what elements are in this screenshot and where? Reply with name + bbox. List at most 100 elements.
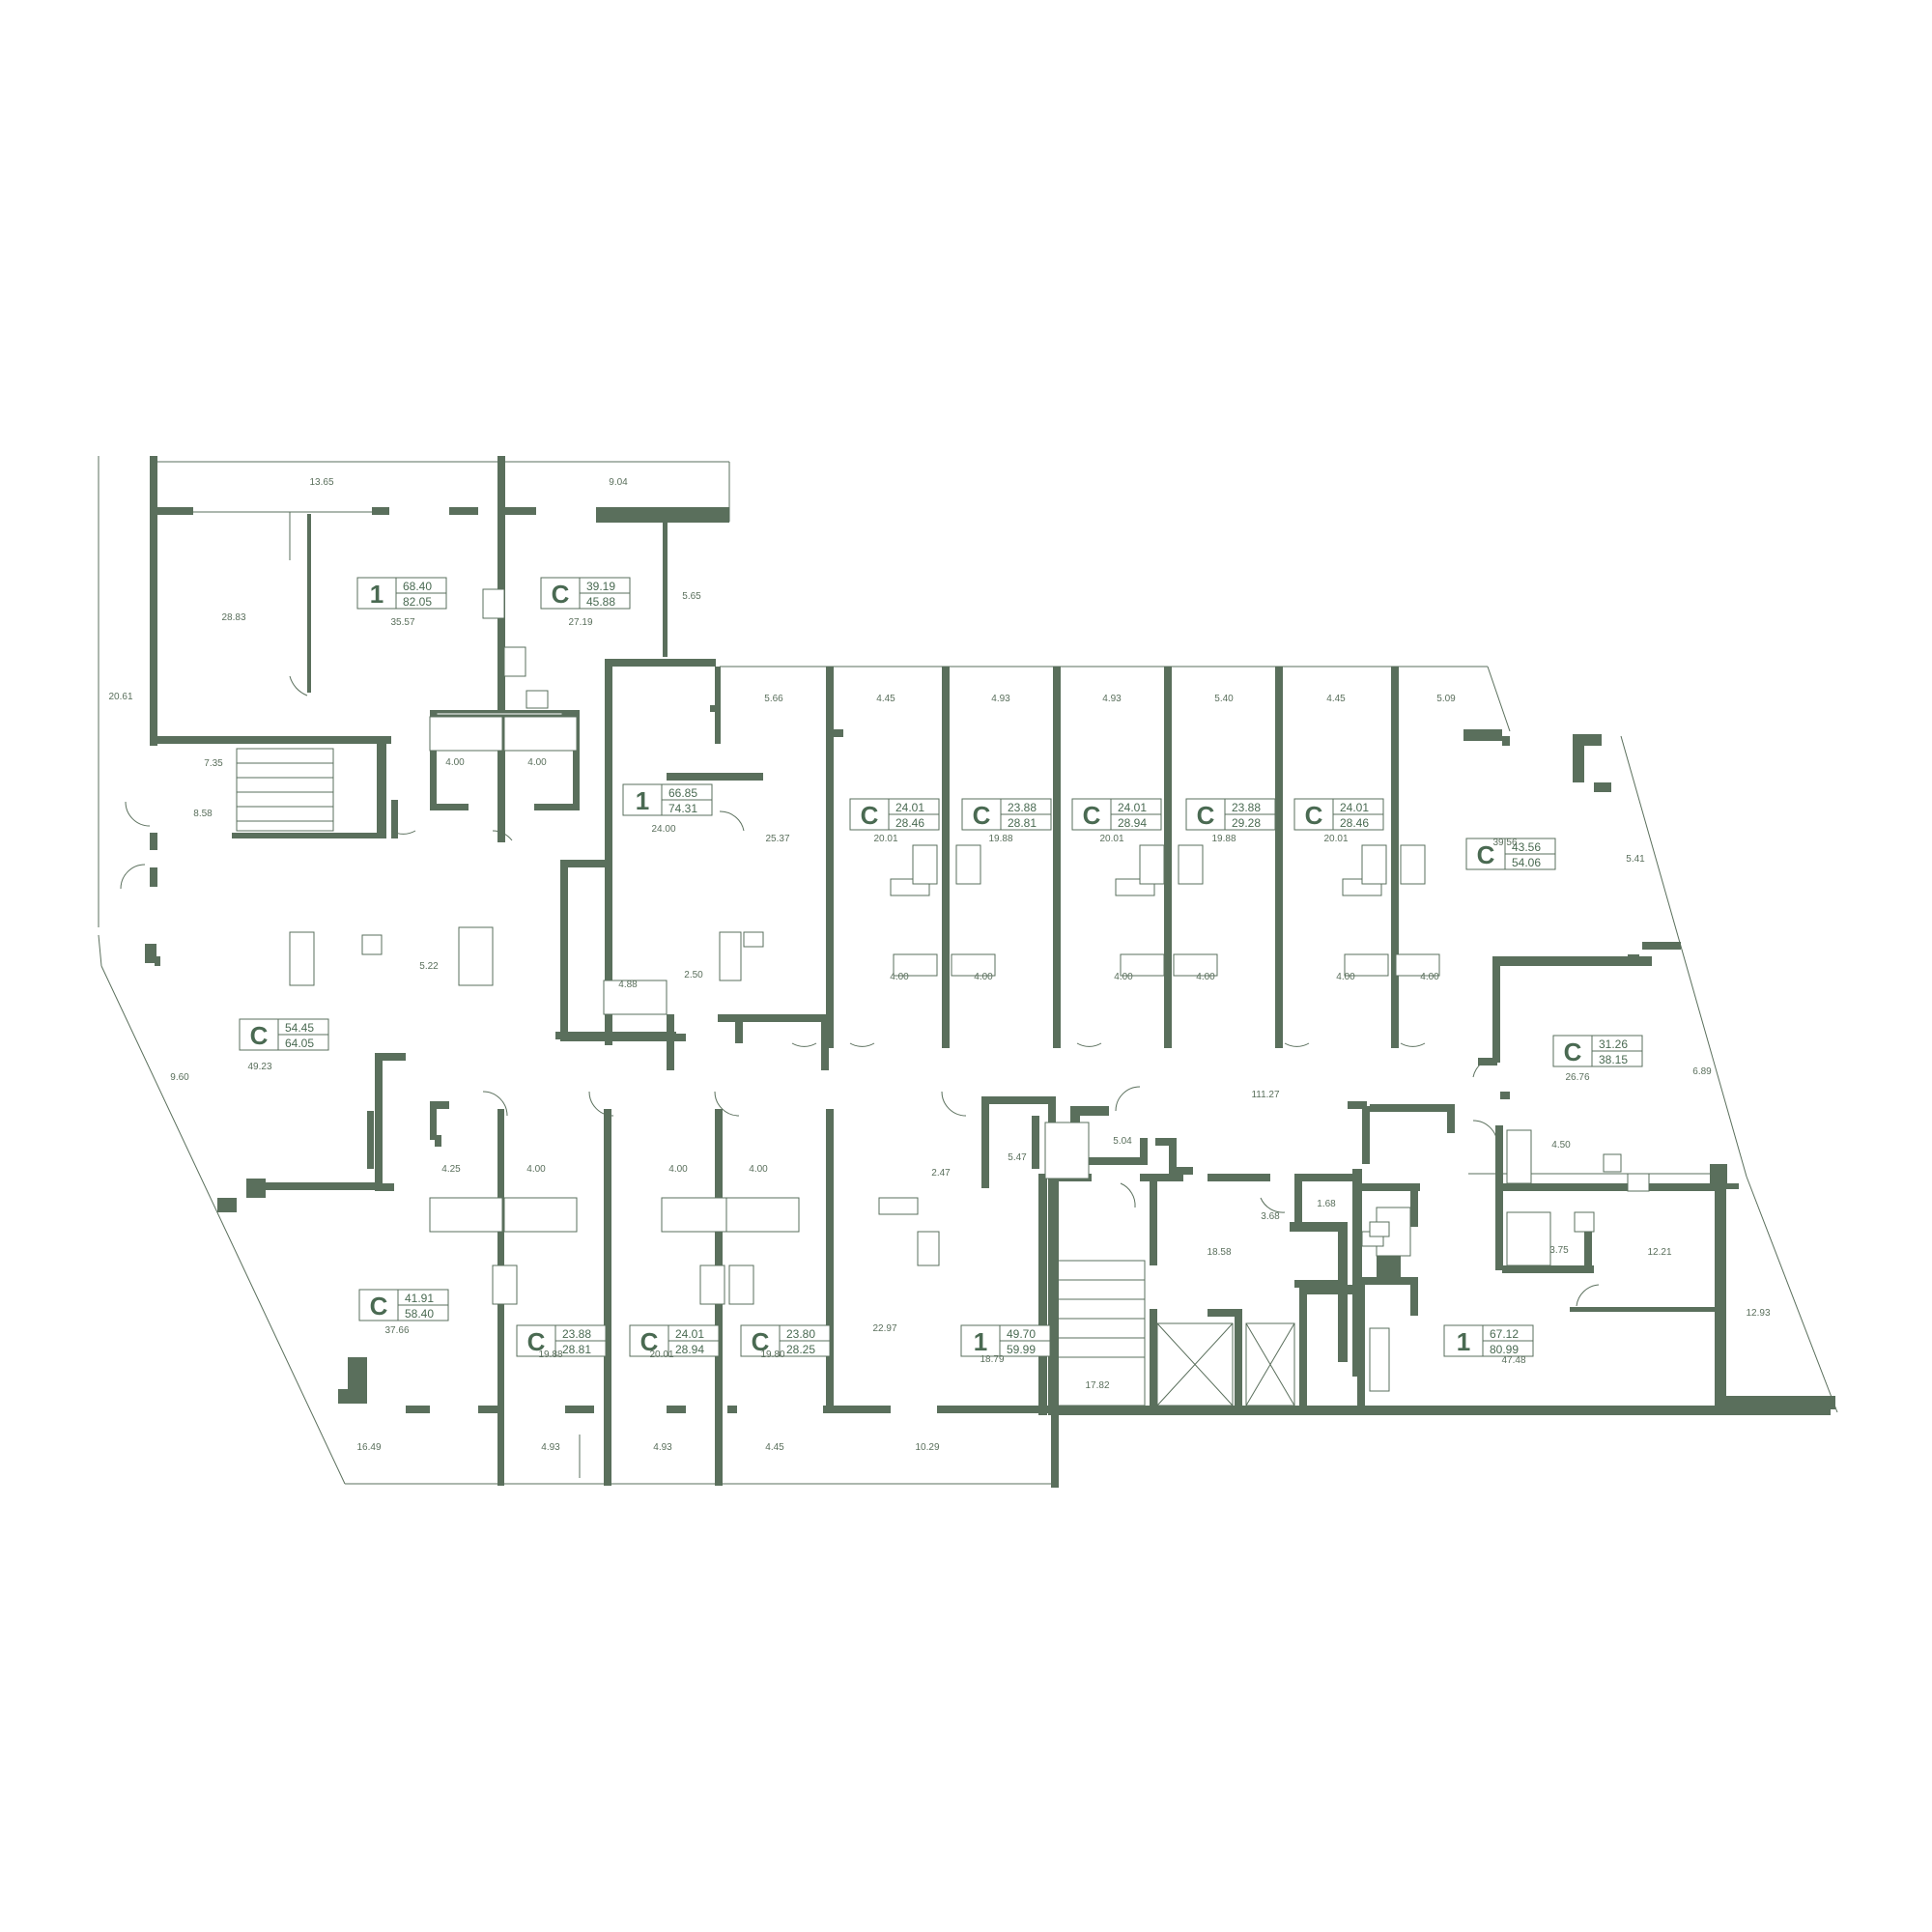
apartment-total-area: 38.15 (1599, 1053, 1628, 1066)
apartment-badge: C 31.26 38.15 (1552, 1035, 1643, 1067)
apartment-badge: 1 68.40 82.05 (356, 577, 447, 610)
apartment-living-area: 41.91 (405, 1292, 434, 1305)
room-area-label: 9.04 (609, 477, 628, 488)
apartment-badge: 1 67.12 80.99 (1443, 1324, 1534, 1357)
walls (145, 456, 1835, 1488)
room-area-label: 5.09 (1436, 694, 1456, 704)
apartment-total-area: 45.88 (586, 595, 615, 609)
apartment-living-area: 49.70 (1007, 1327, 1036, 1341)
apartment-badge: 1 66.85 74.31 (622, 783, 713, 816)
apartment-living-area: 23.80 (786, 1327, 815, 1341)
room-area-label: 4.93 (991, 694, 1010, 704)
apartment-type: 1 (370, 580, 384, 609)
room-area-label: 1.68 (1317, 1199, 1336, 1209)
apartment-total-area: 28.46 (1340, 816, 1369, 830)
apartment-type: C (752, 1327, 770, 1356)
apartment-living-area: 66.85 (668, 786, 697, 800)
room-area-label: 10.29 (915, 1442, 939, 1453)
room-area-label: 6.89 (1692, 1066, 1712, 1077)
room-area-label: 4.00 (668, 1164, 688, 1175)
room-area-label: 4.00 (1420, 972, 1439, 982)
apartment-total-area: 28.81 (562, 1343, 591, 1356)
room-area-label: 17.82 (1085, 1380, 1109, 1391)
apartment-type: C (370, 1292, 388, 1321)
apartment-type: 1 (1457, 1327, 1470, 1356)
apartment-living-area: 23.88 (562, 1327, 591, 1341)
room-area-label: 5.65 (682, 591, 701, 602)
apartment-living-area: 31.26 (1599, 1037, 1628, 1051)
room-area-label: 4.00 (445, 757, 465, 768)
room-area-label: 19.80 (760, 1350, 784, 1360)
room-area-label: 4.00 (526, 1164, 546, 1175)
apartment-living-area: 23.88 (1232, 801, 1261, 814)
room-area-label: 19.88 (538, 1350, 562, 1360)
apartment-badge: C 24.01 28.94 (629, 1324, 720, 1357)
apartment-type: 1 (974, 1327, 987, 1356)
apartment-total-area: 64.05 (285, 1037, 314, 1050)
apartment-type: C (552, 580, 570, 609)
apartment-type: C (1197, 801, 1215, 830)
apartment-type: C (1083, 801, 1101, 830)
room-area-label: 24.00 (651, 824, 675, 835)
apartment-type: C (1564, 1037, 1582, 1066)
apartment-living-area: 23.88 (1008, 801, 1037, 814)
room-area-label: 37.66 (384, 1325, 409, 1336)
room-area-label: 4.93 (1102, 694, 1122, 704)
apartment-living-area: 24.01 (895, 801, 924, 814)
room-area-label: 20.01 (649, 1350, 673, 1360)
room-area-label: 4.50 (1551, 1140, 1571, 1151)
room-area-label: 4.00 (1196, 972, 1215, 982)
apartment-type: 1 (636, 786, 649, 815)
apartment-total-area: 58.40 (405, 1307, 434, 1321)
apartment-total-area: 28.25 (786, 1343, 815, 1356)
apartment-total-area: 80.99 (1490, 1343, 1519, 1356)
room-area-label: 4.45 (876, 694, 895, 704)
room-area-label: 12.93 (1746, 1308, 1770, 1319)
apartment-living-area: 43.56 (1512, 840, 1541, 854)
elevators (1156, 1322, 1295, 1406)
stairwell (236, 748, 1146, 1406)
apartment-type: C (1477, 840, 1495, 869)
room-area-label: 4.00 (1114, 972, 1133, 982)
apartment-total-area: 74.31 (668, 802, 697, 815)
room-area-label: 5.47 (1008, 1152, 1027, 1163)
room-area-label: 5.40 (1214, 694, 1234, 704)
room-area-label: 49.23 (247, 1062, 271, 1072)
room-area-label: 5.22 (419, 961, 439, 972)
apartment-type: C (640, 1327, 659, 1356)
room-area-label: 4.00 (749, 1164, 768, 1175)
apartment-badge: C 23.80 28.25 (740, 1324, 831, 1357)
room-area-label: 19.88 (988, 834, 1012, 844)
apartment-type: C (250, 1021, 269, 1050)
room-area-label: 4.00 (1336, 972, 1355, 982)
room-area-label: 5.66 (764, 694, 783, 704)
room-area-label: 4.00 (527, 757, 547, 768)
apartment-living-area: 24.01 (675, 1327, 704, 1341)
apartment-living-area: 67.12 (1490, 1327, 1519, 1341)
doors[interactable] (120, 675, 1600, 1307)
room-area-label: 8.58 (193, 809, 213, 819)
room-area-label: 5.04 (1113, 1136, 1132, 1147)
room-area-label: 4.45 (765, 1442, 784, 1453)
room-area-label: 2.47 (931, 1168, 951, 1179)
apartment-total-area: 59.99 (1007, 1343, 1036, 1356)
apartment-type: C (973, 801, 991, 830)
room-area-label: 39.56 (1492, 838, 1517, 848)
room-area-label: 4.45 (1326, 694, 1346, 704)
apartment-living-area: 68.40 (403, 580, 432, 593)
apartment-total-area: 28.94 (675, 1343, 704, 1356)
room-area-label: 20.01 (1323, 834, 1348, 844)
apartment-total-area: 82.05 (403, 595, 432, 609)
room-area-label: 18.79 (980, 1354, 1004, 1365)
room-area-label: 47.48 (1501, 1355, 1525, 1366)
